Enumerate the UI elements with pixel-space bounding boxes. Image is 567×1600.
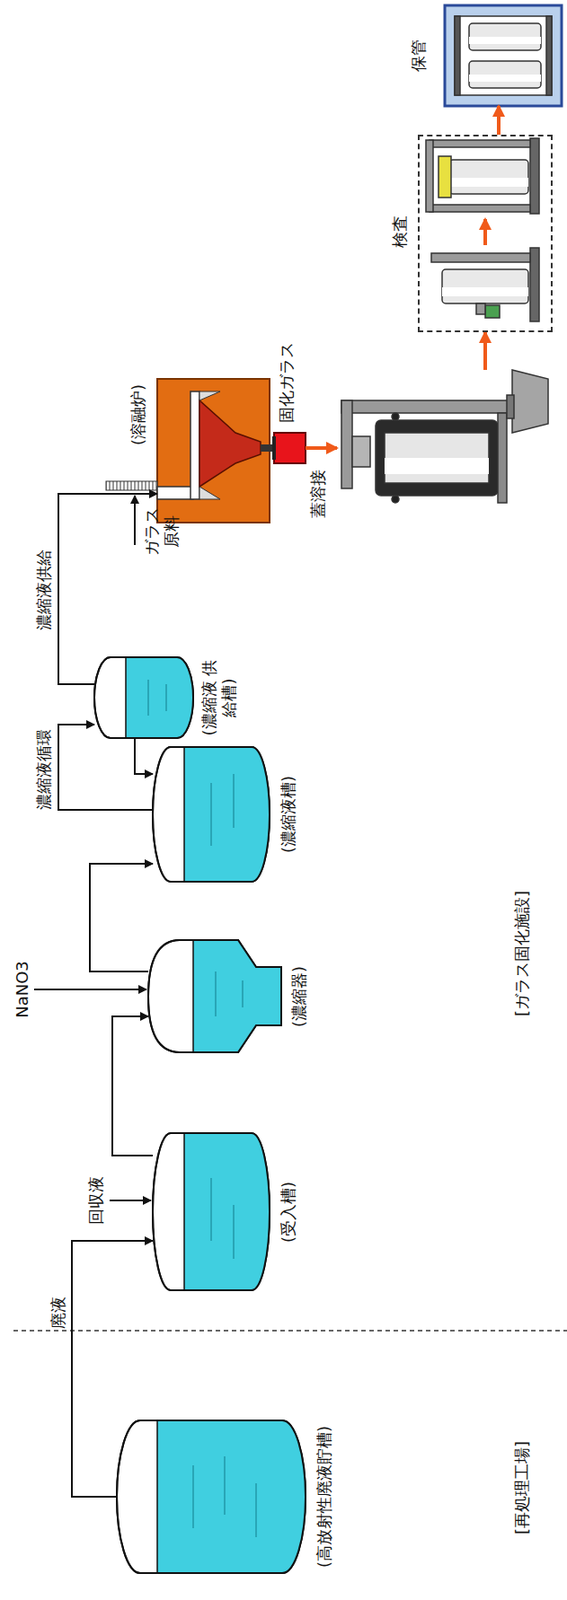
evaporator: (濃縮器) bbox=[148, 940, 282, 1054]
pipe-line bbox=[134, 738, 153, 775]
melter: (溶融炉) bbox=[157, 379, 270, 523]
canister-drawing bbox=[272, 433, 306, 464]
inspection-stations bbox=[425, 138, 540, 322]
plain-label: NaNO3 bbox=[12, 961, 33, 1019]
receiving-tank: (受入槽) bbox=[152, 1134, 270, 1292]
process-arrow bbox=[496, 106, 501, 135]
node-label: (濃縮液槽) bbox=[278, 776, 299, 854]
edge-label: 廃液 bbox=[48, 1297, 69, 1330]
storage-box: 保管 bbox=[444, 5, 562, 107]
process-arrow bbox=[483, 332, 488, 371]
edge-label: 濃縮液循環 bbox=[34, 729, 54, 811]
node-label: (濃縮液 供給槽) bbox=[199, 660, 239, 737]
pipe-line bbox=[71, 1241, 153, 1498]
boundary-line bbox=[13, 1330, 567, 1333]
tank-drawings bbox=[94, 657, 311, 1575]
plain-label: 回収液 bbox=[86, 1177, 107, 1226]
pipe-line bbox=[58, 725, 153, 811]
storage-drawing bbox=[444, 5, 562, 107]
node-label: 検査 bbox=[389, 215, 410, 249]
node-label: 固化ガラス bbox=[276, 342, 297, 424]
inspection-box: 検査 bbox=[417, 134, 553, 333]
melter-drawing bbox=[106, 379, 274, 523]
node-label: 蓋溶接 bbox=[308, 469, 328, 519]
node-label: (高放射性廃液貯槽) bbox=[314, 1426, 335, 1569]
concentrate-tank: (濃縮液槽) bbox=[152, 747, 270, 883]
process-arrow bbox=[305, 446, 337, 451]
feed-arrows bbox=[34, 496, 151, 1202]
node-label: (受入槽) bbox=[278, 1182, 299, 1244]
node-label: 保管 bbox=[408, 39, 429, 72]
pipe-line bbox=[112, 1017, 153, 1157]
plain-label: [ガラス固化施設] bbox=[512, 891, 532, 1018]
plain-label: [再処理工場] bbox=[512, 1442, 532, 1536]
edge-label: 濃縮液供給 bbox=[34, 549, 54, 631]
node-label: (濃縮器) bbox=[289, 966, 310, 1028]
storage-tank: (高放射性廃液貯槽) bbox=[116, 1421, 306, 1575]
welding-machine: 蓋溶接 bbox=[336, 370, 549, 532]
plain-label: ガラス 原料 bbox=[141, 504, 181, 559]
glass-canister: 固化ガラス bbox=[274, 433, 306, 464]
pipe-line bbox=[89, 864, 153, 973]
welding-machine bbox=[341, 370, 549, 504]
node-label: (溶融炉) bbox=[128, 384, 149, 446]
feed-tank: (濃縮液 供給槽) bbox=[94, 657, 194, 739]
